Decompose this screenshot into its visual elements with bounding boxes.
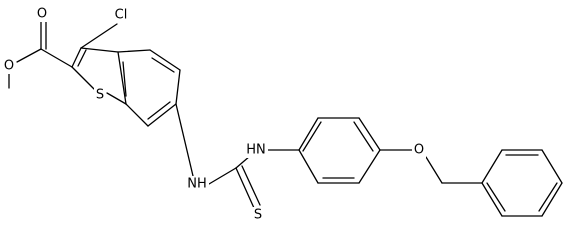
ring-c-1 (481, 149, 503, 184)
thiophene-c2-c3-double (77, 49, 87, 67)
ring-c-6-double (486, 182, 506, 212)
ester-ring-bond (40, 48, 73, 68)
bond-set (8, 21, 563, 217)
ring-a-2-double (151, 57, 175, 73)
chloro-bond (80, 23, 118, 49)
o-ch2-bond (425, 156, 443, 184)
ring-a-4-double (147, 101, 171, 120)
ring-a-3 (175, 69, 181, 105)
ring-a-2 (149, 49, 181, 71)
ring-c-4-double (538, 182, 558, 212)
ester-carbonyl-oxygen-label: O (37, 7, 47, 22)
thione-bond-b (241, 165, 261, 206)
ring-c-3 (541, 149, 563, 184)
ring-b-3-double (353, 121, 374, 152)
nh-label-upper: HN (246, 143, 266, 158)
nh-c-bond (208, 167, 237, 185)
atom-labels: O O Cl S NH HN S O (2, 6, 426, 223)
ring-c-6 (481, 182, 503, 217)
thiophene-fusion-bond (117, 51, 127, 105)
thiophene-sulfur-label: S (96, 88, 104, 103)
chlorine-label: Cl (115, 8, 128, 23)
ring-a-4 (147, 103, 177, 127)
ring-a-1 (117, 49, 151, 53)
thiophene-c2-s (71, 66, 95, 90)
ring-a-6-double (122, 61, 127, 97)
ring-b-1-double (302, 121, 322, 152)
ring-a-5 (125, 103, 149, 127)
ring-c-4 (541, 182, 563, 217)
thiophene-s-c7a (106, 92, 127, 105)
ring-b-4 (358, 149, 381, 184)
thiophene-c3-c3a (80, 47, 119, 53)
c6-nh-bond (175, 103, 194, 177)
ring-b-1 (298, 117, 319, 151)
ring-b-6 (298, 149, 319, 184)
molecule-structure: O O Cl S NH HN S O (2, 6, 563, 223)
ester-o-c-bond (16, 48, 42, 63)
thione-sulfur-label: S (254, 208, 262, 223)
ring-b-3 (358, 117, 381, 151)
ester-ether-oxygen-label: O (4, 59, 14, 74)
nh-label-lower: NH (187, 177, 207, 192)
ether-oxygen-label: O (414, 143, 424, 158)
thione-bond-a (235, 167, 255, 209)
thiophene-c2-c3 (71, 47, 82, 68)
